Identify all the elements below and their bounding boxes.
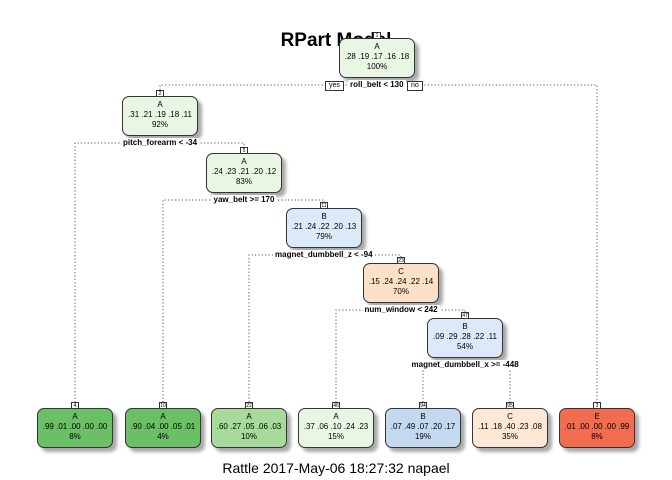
edge-label-no: no (407, 81, 423, 91)
node-id-label: 94 (419, 402, 427, 409)
split-rule: magnet_dumbbell_x >= -448 (409, 360, 521, 370)
tree-edge (162, 193, 245, 402)
node-id-label: 3 (593, 402, 601, 409)
node-probabilities: .37 .06 .10 .24 .23 (303, 422, 369, 431)
node-id-label: 46 (332, 402, 340, 409)
node-class: A (241, 157, 247, 166)
chart-title: RPart Model (280, 30, 392, 51)
node-id-label: 11 (320, 202, 328, 209)
node-id-label: 5 (240, 147, 248, 154)
node-percentage: 79% (315, 232, 332, 241)
node-probabilities: .21 .24 .22 .20 .13 (291, 222, 357, 231)
node-class: A (157, 100, 163, 109)
node-class: C (507, 412, 513, 421)
node-class: A (160, 412, 166, 421)
node-percentage: 10% (240, 432, 257, 441)
node-class: A (246, 412, 252, 421)
node-probabilities: .60 .27 .05 .06 .03 (216, 422, 282, 431)
split-rule: magnet_dumbbell_z < -94 (273, 250, 375, 260)
node-probabilities: .15 .24 .24 .22 .14 (368, 277, 434, 286)
tree-edge (335, 303, 402, 402)
node-id-label: 4 (71, 402, 79, 409)
node-probabilities: .31 .21 .19 .18 .11 (128, 110, 192, 119)
node-probabilities: .11 .18 .40 .23 .08 (478, 422, 542, 431)
node-percentage: 92% (151, 120, 168, 129)
node-class: B (462, 322, 468, 331)
node-percentage: 8% (69, 432, 81, 441)
node-percentage: 4% (157, 432, 169, 441)
node-id-label: 22 (245, 402, 253, 409)
node-class: C (398, 267, 404, 276)
node-id-label: 23 (397, 257, 405, 264)
node-percentage: 19% (414, 432, 431, 441)
split-rule: roll_belt < 130 (348, 80, 406, 90)
node-id-label: 1 (373, 32, 381, 39)
node-class: A (374, 42, 380, 51)
node-class: A (72, 412, 78, 421)
node-class: B (321, 212, 327, 221)
tree-edge (159, 78, 378, 90)
node-probabilities: .99 .01 .00 .00 .00 (42, 422, 108, 431)
split-rule: num_window < 242 (362, 305, 440, 315)
node-class: A (333, 412, 339, 421)
node-probabilities: .28 .19 .17 .16 .18 (344, 52, 410, 61)
node-probabilities: .01 .00 .00 .00 .99 (564, 422, 630, 431)
node-probabilities: .07 .49 .07 .20 .17 (390, 422, 456, 431)
node-probabilities: .24 .23 .21 .20 .12 (211, 167, 277, 176)
node-percentage: 100% (366, 62, 388, 71)
footer-caption: Rattle 2017-May-06 18:27:32 napael (222, 460, 450, 476)
node-percentage: 35% (501, 432, 518, 441)
node-class: B (420, 412, 426, 421)
node-id-label: 95 (506, 402, 514, 409)
node-percentage: 83% (235, 177, 252, 186)
node-percentage: 54% (456, 342, 473, 351)
node-percentage: 8% (591, 432, 603, 441)
node-id-label: 10 (159, 402, 167, 409)
node-id-label: 2 (156, 90, 164, 97)
edge-label-yes: yes (325, 81, 344, 91)
node-id-label: 47 (461, 312, 469, 319)
node-class: E (594, 412, 600, 421)
split-rule: pitch_forearm < -34 (121, 138, 200, 148)
node-percentage: 70% (392, 287, 409, 296)
tree-edge (74, 136, 161, 402)
tree-edge (248, 248, 325, 402)
node-probabilities: .90 .04 .00 .05 .01 (130, 422, 196, 431)
node-percentage: 15% (327, 432, 344, 441)
node-probabilities: .09 .29 .28 .22 .11 (433, 332, 497, 341)
split-rule: yaw_belt >= 170 (211, 195, 277, 205)
